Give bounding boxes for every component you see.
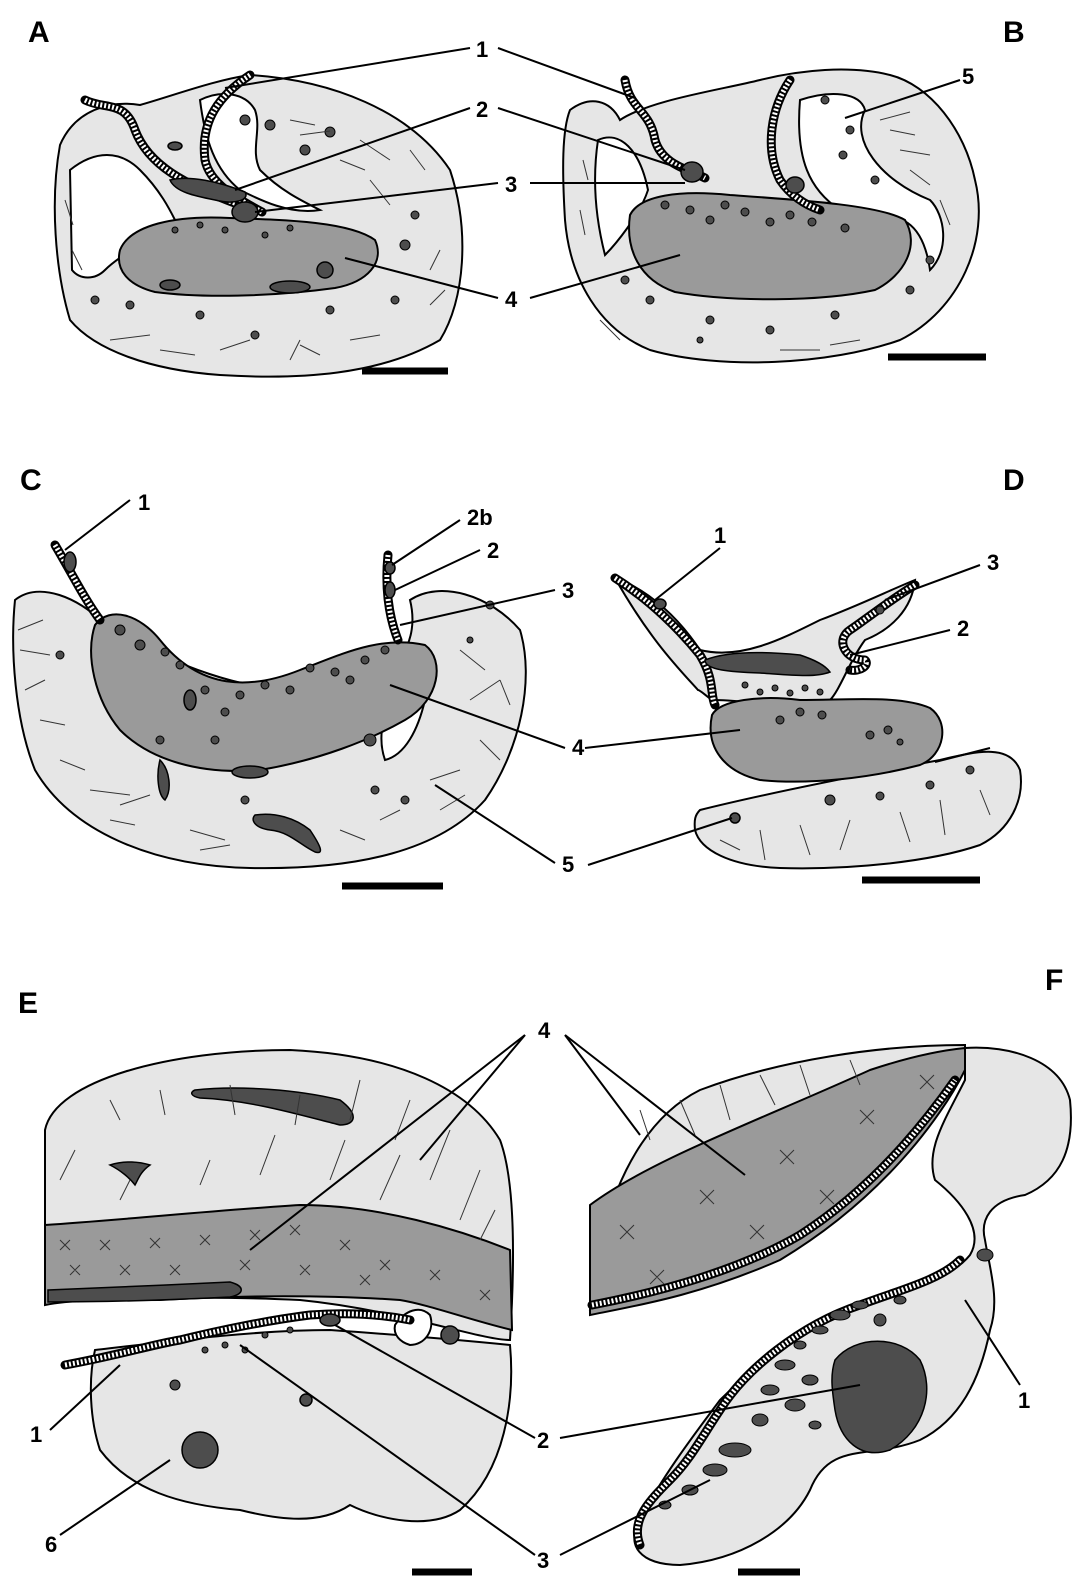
callout-c-2: 2 (487, 538, 499, 563)
callout-c-5: 5 (562, 852, 574, 877)
panel-label-b: B (1003, 16, 1025, 49)
callout-e-1: 1 (30, 1422, 42, 1447)
callout-c-4: 4 (572, 735, 585, 760)
panel-label-e: E (18, 987, 38, 1020)
callout-a-2: 2 (476, 97, 488, 122)
callout-c-1: 1 (138, 490, 150, 515)
panel-label-a: A (28, 16, 50, 49)
panel-a-leader-1 (225, 48, 470, 88)
callout-a-3: 3 (505, 172, 517, 197)
callout-d-2: 2 (957, 616, 969, 641)
panel-a: A 1 2 3 4 (28, 16, 518, 377)
panel-d-leader-1 (655, 548, 720, 600)
panel-e: E 4 1 2 6 3 (18, 987, 551, 1573)
callout-e-3: 3 (537, 1548, 549, 1573)
panel-c-inclusion-2 (385, 582, 395, 598)
callout-a-1: 1 (476, 37, 488, 62)
panel-c-leader-1 (65, 500, 130, 550)
panel-c: C 1 2b 2 3 4 5 (13, 464, 585, 886)
callout-c-3: 3 (562, 578, 574, 603)
panel-a-body-4 (119, 217, 378, 295)
panel-b: B 5 (498, 16, 1025, 362)
callout-f-1: 1 (1018, 1388, 1030, 1413)
callout-b-5: 5 (962, 64, 974, 89)
callout-e-2: 2 (537, 1428, 549, 1453)
callout-d-3: 3 (987, 550, 999, 575)
panel-label-d: D (1003, 464, 1025, 497)
panel-c-leader-2 (395, 550, 480, 590)
callout-e-4: 4 (538, 1018, 551, 1043)
panel-label-f: F (1045, 964, 1063, 997)
panel-e-leader-6 (60, 1460, 170, 1535)
callout-a-4: 4 (505, 287, 518, 312)
panel-b-inclusion-3 (681, 162, 703, 182)
callout-d-1: 1 (714, 523, 726, 548)
panel-label-c: C (20, 464, 42, 497)
callout-e-6: 6 (45, 1532, 57, 1557)
panel-b-body-4 (629, 193, 911, 299)
panel-e-inclusion-2 (320, 1314, 340, 1326)
callout-c-2b: 2b (467, 505, 493, 530)
panel-f: F 1 (560, 964, 1071, 1572)
panel-d-leader-3 (885, 565, 980, 600)
panel-c-leader-2b (392, 520, 460, 565)
panel-a-inclusion-3 (232, 202, 258, 222)
panel-b-leader-1 (498, 48, 635, 98)
panel-d: D 1 3 2 (585, 464, 1025, 880)
